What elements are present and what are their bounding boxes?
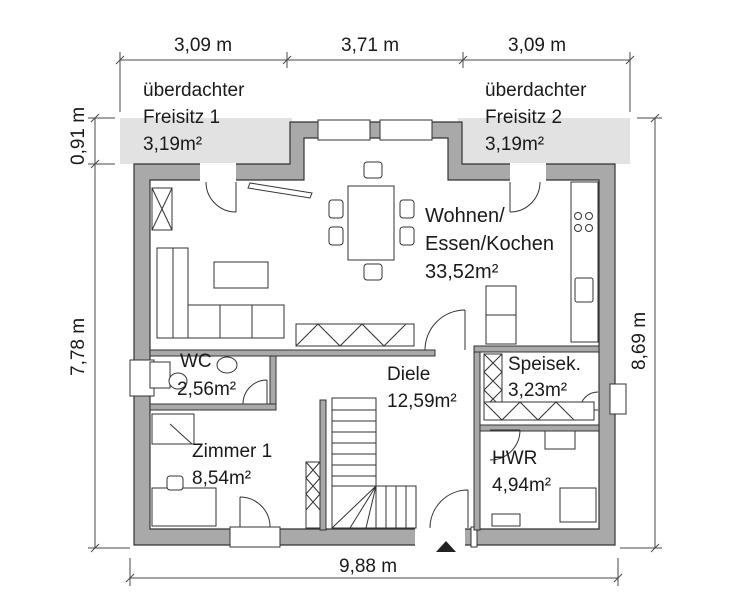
dim-left-main: 7,78 m <box>68 317 89 376</box>
dim-top-right: 3,09 m <box>508 35 567 56</box>
label-freisitz2-line1: überdachter <box>485 80 587 101</box>
windows <box>129 119 627 548</box>
dimension-lines <box>88 52 662 586</box>
furniture <box>149 161 599 529</box>
label-hwr-area: 4,94m² <box>492 475 552 496</box>
label-hwr-name: HWR <box>492 448 538 469</box>
label-wohnen-line2: Essen/Kochen <box>425 233 554 255</box>
label-diele-name: Diele <box>387 364 431 385</box>
label-zimmer1-area: 8,54m² <box>192 468 252 489</box>
dim-top-middle: 3,71 m <box>341 35 400 56</box>
dim-bottom: 9,88 m <box>339 556 398 577</box>
label-wc-area: 2,56m² <box>177 379 237 400</box>
entrance-arrow <box>436 541 456 552</box>
label-wohnen-line1: Wohnen/ <box>425 205 505 227</box>
terrace-right-area <box>458 118 630 164</box>
dim-top-left: 3,09 m <box>174 35 233 56</box>
label-freisitz1-line2: Freisitz 1 <box>143 107 221 128</box>
label-freisitz1-area: 3,19m² <box>143 134 203 155</box>
terrace-left-area <box>120 118 292 164</box>
label-zimmer1-name: Zimmer 1 <box>192 441 273 462</box>
label-wc-name: WC <box>180 351 212 372</box>
label-wohnen-area: 33,52m² <box>425 261 499 283</box>
interior-walls <box>149 345 600 531</box>
label-freisitz1-line1: überdachter <box>143 80 245 101</box>
dim-right: 8,69 m <box>629 311 650 370</box>
staircase <box>331 397 417 529</box>
label-freisitz2-line2: Freisitz 2 <box>485 107 563 128</box>
label-speisek-name: Speisek. <box>508 354 581 375</box>
label-diele-area: 12,59m² <box>387 391 457 412</box>
dim-left-upper: 0,91 m <box>68 106 89 165</box>
exterior-walls <box>133 121 616 546</box>
label-freisitz2-area: 3,19m² <box>485 134 545 155</box>
door-openings <box>200 163 546 548</box>
label-speisek-area: 3,23m² <box>508 380 568 401</box>
